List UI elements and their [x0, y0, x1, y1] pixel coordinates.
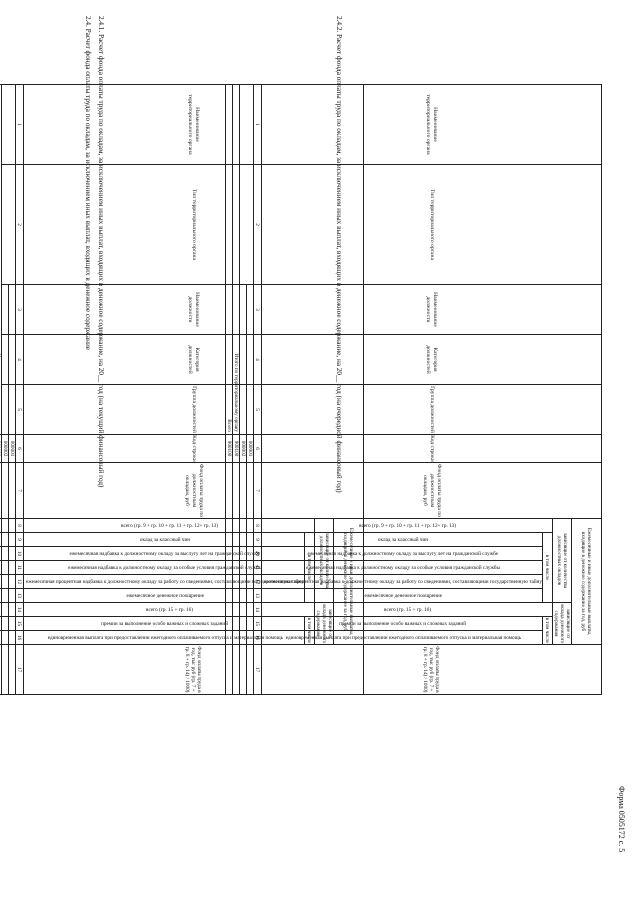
hdr-type-org: Тип территориального органа	[261, 164, 602, 285]
hdr-position: Наименование должности	[261, 284, 602, 335]
hdr-special: ежемесячная надбавка к должностному окла…	[261, 560, 543, 575]
hdr-code: Код строки	[261, 434, 602, 463]
form-code: Форма 0505172 с. 5	[617, 786, 626, 853]
hdr-extra: Ежемесячные и иные дополнительные выплат…	[571, 518, 602, 645]
hdr-total-14: всего (гр. 15 + гр. 16)	[261, 602, 553, 617]
table-row: 000001	[239, 84, 254, 695]
total-territorial-row: Итого по территориальному органу 900100	[0, 84, 2, 695]
hdr-secret: ежемесячная процентная надбавка к должно…	[261, 574, 543, 589]
hdr-class-rank: оклад за классный чин	[261, 532, 543, 547]
hdr-group: Группа должностей	[261, 384, 602, 435]
hdr-dep-allowance: зависящие от оклада денежного содержания	[552, 602, 572, 645]
hdr-name-org: Наименование территориального органа	[261, 84, 602, 165]
hdr-fund-salary: Фонд оплаты труда по должностным окладам…	[261, 462, 602, 519]
hdr-dep-salaries: зависящие от количества должностных окла…	[552, 518, 572, 603]
total-territorial-row: Итого по территориальному органу 900100	[232, 84, 240, 695]
hdr-category: Категория должностей	[261, 334, 602, 385]
total-all-row: Всего 900100	[225, 84, 233, 695]
hdr-monthly-bonus: ежемесячное денежное поощрение	[261, 588, 543, 603]
hdr-incl-1: в том числе	[542, 532, 553, 603]
hdr-incl-2: в том числе	[542, 616, 553, 645]
hdr-seniority: ежемесячная надбавка к должностному окла…	[261, 546, 543, 561]
table-row: 000001	[1, 84, 16, 695]
hdr-fund-total: Фонд оплаты труда в год, тыс руб (гр. 7 …	[261, 644, 602, 695]
hdr-lump-sum: единовременная выплата при предоставлени…	[261, 630, 543, 645]
salary-fund-table-next-year: Наименование территориального органа Тип…	[225, 84, 602, 695]
hdr-total-8: всего (гр. 9 + гр. 10 + гр. 11 + гр. 12+…	[261, 518, 553, 533]
hdr-premium: премии за выполнение особо важных и слож…	[261, 616, 543, 631]
